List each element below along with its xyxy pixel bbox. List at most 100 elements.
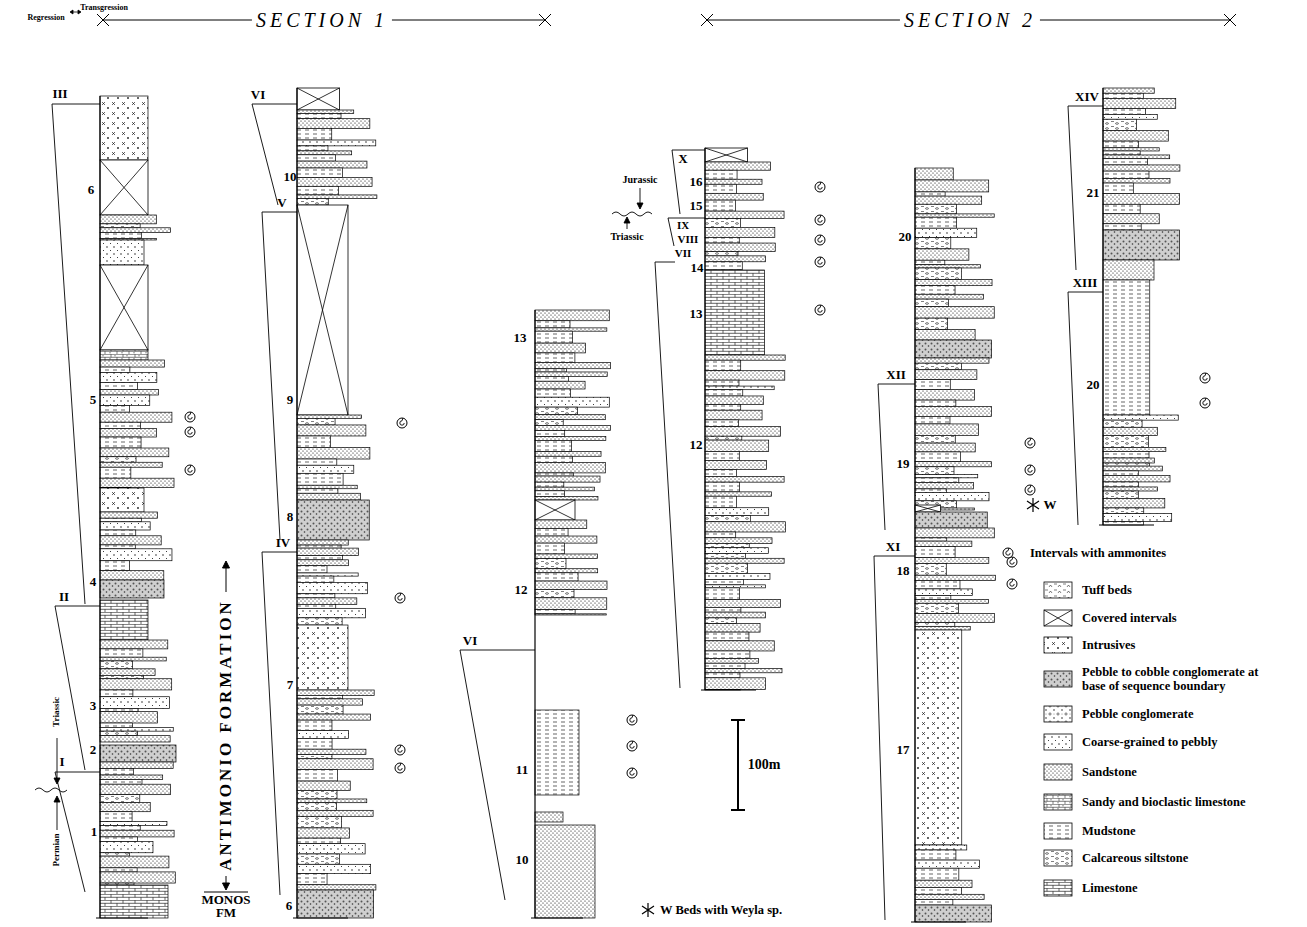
bed (297, 447, 370, 459)
bed (915, 280, 992, 286)
bed (535, 331, 573, 343)
age-boundary (35, 738, 67, 830)
unit-number: 13 (514, 331, 527, 345)
bed (100, 837, 138, 842)
unit-number: 6 (88, 183, 95, 197)
ammonite-symbol (815, 257, 825, 267)
covered-interval (535, 500, 575, 520)
bed (100, 690, 133, 697)
bed (535, 420, 563, 426)
bed (535, 581, 607, 589)
covered-cross (915, 505, 941, 512)
bed (705, 618, 737, 624)
bed (705, 380, 739, 386)
column-edge (1102, 88, 1103, 525)
bed (535, 452, 601, 457)
bed (100, 712, 157, 723)
sequence-number: III (52, 87, 67, 101)
bed (1103, 204, 1140, 213)
bed (100, 675, 143, 678)
ammonite-symbol (1007, 579, 1017, 589)
bed (100, 868, 137, 872)
bed (100, 448, 169, 457)
bed (535, 812, 563, 822)
bed (100, 709, 138, 712)
bed (100, 512, 158, 518)
bed (705, 612, 765, 618)
legend-text: Sandy and bioclastic limestone (1082, 795, 1246, 809)
bed (1103, 260, 1154, 280)
bed (705, 543, 749, 547)
bed (705, 496, 736, 507)
bed (705, 270, 765, 355)
bed (705, 211, 784, 218)
bed (297, 119, 370, 129)
bed (100, 228, 170, 233)
bed (100, 727, 173, 731)
bed (100, 530, 136, 536)
bed (297, 500, 369, 540)
bed (535, 569, 598, 573)
legend-text: Tuff beds (1082, 583, 1132, 597)
bed (297, 731, 349, 739)
unit-number: 14 (691, 261, 704, 275)
covered-interval (297, 205, 348, 415)
bed (705, 162, 770, 170)
sequence-number: VI (251, 88, 265, 102)
bed (535, 440, 571, 451)
bed (535, 321, 570, 328)
bed (535, 381, 585, 389)
bed (915, 443, 975, 452)
bed (915, 900, 953, 905)
ammonite-coil (630, 768, 634, 775)
bed (297, 113, 341, 118)
bed (297, 625, 348, 690)
bed (915, 214, 994, 217)
bed (297, 699, 363, 705)
column-edge (534, 310, 535, 918)
bed (535, 710, 579, 795)
bed (1103, 522, 1143, 525)
bed (915, 260, 945, 264)
trend-label: Transgression (80, 4, 128, 12)
bed (297, 695, 343, 698)
bed (297, 489, 338, 494)
bed (1103, 491, 1138, 498)
bed (705, 632, 749, 641)
section-title: SECTION 1 (252, 10, 392, 31)
bed (1103, 151, 1140, 155)
bed (297, 618, 342, 625)
ammonite-coil (188, 427, 192, 434)
bed (915, 475, 978, 478)
bed (915, 204, 957, 214)
bed (100, 697, 169, 709)
bed (297, 540, 348, 545)
legend-text: Intervals with ammonites (1030, 546, 1166, 560)
sequence-number: XII (886, 368, 906, 382)
bed (915, 894, 984, 899)
bed (915, 307, 994, 318)
bed (1103, 427, 1157, 435)
bed (915, 406, 991, 416)
bed (915, 268, 961, 280)
bed (535, 397, 609, 407)
ammonite-coil (398, 745, 402, 752)
bed (535, 610, 575, 614)
bed (705, 522, 785, 532)
bed (915, 294, 983, 299)
bed (705, 451, 739, 460)
bed (297, 459, 337, 465)
bed (100, 96, 148, 160)
legend-text: Sandstone (1082, 765, 1137, 779)
bed (915, 180, 989, 192)
bed (297, 566, 327, 573)
bed (100, 795, 140, 803)
unit-number: 12 (690, 438, 703, 452)
bed (100, 412, 172, 422)
bed (705, 184, 736, 193)
unit-number: 18 (897, 564, 910, 578)
bed (100, 462, 162, 467)
formation-label: MONOS FM (197, 893, 255, 919)
covered-cross (100, 160, 148, 215)
bed (1103, 451, 1149, 458)
